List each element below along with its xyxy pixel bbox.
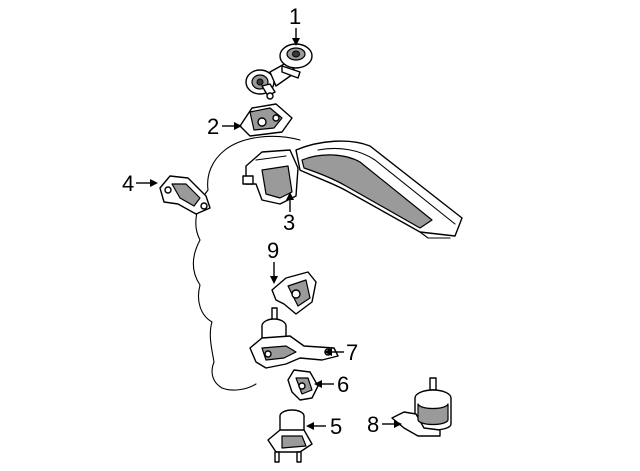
part-9-mount-bracket — [271, 271, 317, 315]
callout-6: 6 — [337, 372, 349, 397]
callout-9: 9 — [267, 238, 279, 263]
callout-8: 8 — [367, 412, 379, 437]
part-5-lower-mount — [267, 409, 313, 463]
callout-4: 4 — [122, 171, 134, 196]
callout-2: 2 — [207, 114, 219, 139]
callout-arrows — [136, 28, 402, 430]
callout-1: 1 — [289, 4, 301, 29]
part-4-side-bracket — [159, 175, 211, 215]
part-6-small-bracket — [287, 369, 319, 401]
callout-5: 5 — [330, 414, 342, 439]
part-3-mount-block — [242, 149, 299, 205]
part-7-engine-mount — [249, 307, 339, 369]
part-8-transmission-mount — [391, 377, 452, 437]
part-1-torque-rod — [245, 43, 313, 100]
callout-7: 7 — [346, 340, 358, 365]
frame-rail — [295, 140, 463, 239]
engine-outline — [192, 135, 301, 391]
part-2-bracket — [239, 103, 293, 137]
callout-3: 3 — [283, 210, 295, 235]
